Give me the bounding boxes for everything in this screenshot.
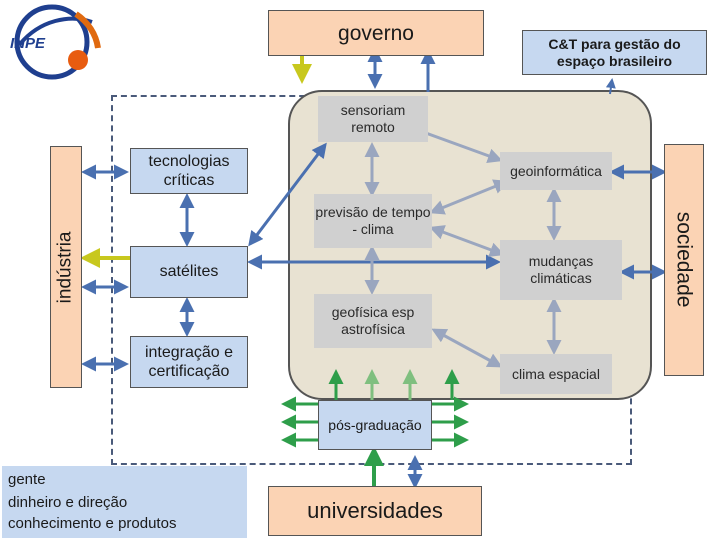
tecnologias-box: tecnologias críticas xyxy=(130,148,248,194)
ct-blue-arrow-2 xyxy=(605,78,616,95)
industria-box: indústria xyxy=(50,146,82,388)
previsao-box: previsão de tempo - clima xyxy=(314,194,432,248)
prev-geoinf-arrow xyxy=(429,179,509,215)
clima-espacial-box: clima espacial xyxy=(500,354,612,394)
inpe-logo-text: INPE xyxy=(10,35,46,52)
geoinformatica-box: geoinformática xyxy=(500,152,612,190)
legend-dinheiro: dinheiro e direção xyxy=(8,494,128,511)
mudancas-box: mudanças climáticas xyxy=(500,240,622,300)
universidades-box: universidades xyxy=(268,486,482,536)
tec-core-arrow xyxy=(248,142,327,247)
geofisica-box: geofísica esp astrofísica xyxy=(314,294,432,348)
governo-box: governo xyxy=(268,10,484,56)
prev-mud-arrow xyxy=(429,225,505,257)
sensoriamento-box: sensoriam remoto xyxy=(318,96,428,142)
ct-box: C&T para gestão do espaço brasileiro xyxy=(522,30,707,75)
sociedade-label: sociedade xyxy=(672,212,696,308)
geof-clima-arrow xyxy=(431,328,503,368)
sociedade-box: sociedade xyxy=(664,144,704,376)
pos-graduacao-box: pós-graduação xyxy=(318,400,432,450)
legend-gente: gente xyxy=(8,471,46,488)
integracao-box: integração e certificação xyxy=(130,336,248,388)
satelites-box: satélites xyxy=(130,246,248,298)
legend-conhecimento: conhecimento e produtos xyxy=(8,515,177,532)
legend: gente dinheiro e direção conhecimento e … xyxy=(2,466,247,538)
inpe-logo: INPE xyxy=(10,4,101,80)
industria-label: indústria xyxy=(54,231,76,303)
